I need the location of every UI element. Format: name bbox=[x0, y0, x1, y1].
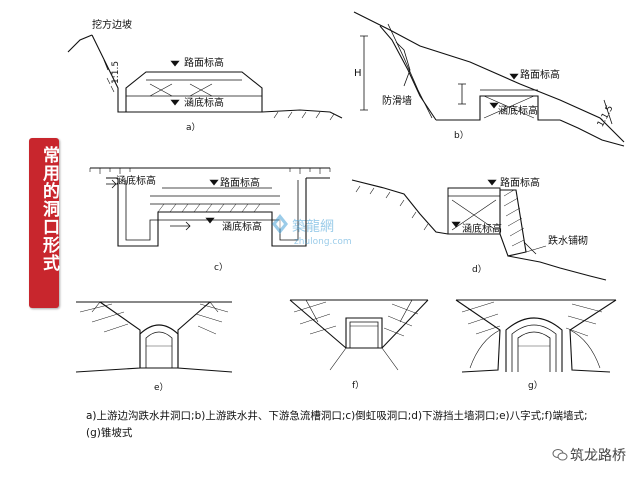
label-culvert-bottom-a: 涵底标高 bbox=[184, 96, 224, 109]
panel-g-drawing bbox=[455, 299, 617, 373]
figure-caption: a)上游边沟跌水井洞口;b)上游跌水井、下游急流槽洞口;c)倒虹吸洞口;d)下游… bbox=[86, 408, 634, 442]
label-road-elevation-b: 路面标高 bbox=[520, 68, 560, 81]
brand-name: 筑龙路桥 bbox=[570, 448, 626, 464]
label-culvert-bottom-b: 涵底标高 bbox=[498, 104, 538, 117]
panel-a-drawing bbox=[67, 34, 343, 121]
panel-g-caption: g） bbox=[528, 380, 543, 391]
label-excavation-slope: 挖方边坡 bbox=[92, 18, 132, 31]
panel-c-caption: c） bbox=[214, 262, 228, 273]
label-road-elevation-a: 路面标高 bbox=[184, 56, 224, 69]
watermark-name: 築龍網 bbox=[292, 218, 334, 235]
panel-b-drawing bbox=[353, 11, 625, 147]
label-height-h: H bbox=[354, 68, 362, 79]
label-road-elevation-c: 路面标高 bbox=[220, 176, 260, 189]
side-tab: 常用的洞口形式 bbox=[29, 138, 59, 308]
panel-d-drawing bbox=[351, 179, 607, 281]
panel-a-caption: a） bbox=[186, 122, 201, 133]
side-tab-title: 常用的洞口形式 bbox=[39, 146, 59, 272]
label-inlet-bottom-c: 涵底标高 bbox=[116, 174, 156, 187]
chat-bubble-icon bbox=[552, 449, 568, 461]
panel-d-caption: d） bbox=[472, 264, 487, 275]
zhulong-watermark: 築龍網 zhulong.com bbox=[272, 214, 352, 247]
panel-c-drawing bbox=[89, 167, 331, 247]
panel-e-caption: e） bbox=[154, 382, 169, 393]
label-culvert-bottom-c: 涵底标高 bbox=[222, 220, 262, 233]
panel-e-drawing bbox=[75, 301, 233, 373]
caption-line-2: (g)锥坡式 bbox=[86, 427, 133, 439]
brand-mark: 筑龙路桥 bbox=[552, 443, 636, 467]
label-slope-ratio-b: 1:1.5 bbox=[596, 104, 616, 129]
label-culvert-bottom-d: 涵底标高 bbox=[462, 222, 502, 235]
label-drop-paving: 跌水铺砌 bbox=[548, 234, 588, 247]
panel-f-drawing bbox=[289, 299, 429, 371]
panel-b-caption: b） bbox=[454, 130, 469, 141]
label-anti-slide-wall: 防滑墙 bbox=[382, 94, 412, 107]
label-slope-ratio-a: 1:1.5 bbox=[111, 61, 121, 84]
watermark-url: zhulong.com bbox=[294, 237, 352, 247]
caption-line-1: a)上游边沟跌水井洞口;b)上游跌水井、下游急流槽洞口;c)倒虹吸洞口;d)下游… bbox=[86, 410, 588, 422]
label-road-elevation-d: 路面标高 bbox=[500, 176, 540, 189]
panel-f-caption: f） bbox=[352, 380, 364, 391]
